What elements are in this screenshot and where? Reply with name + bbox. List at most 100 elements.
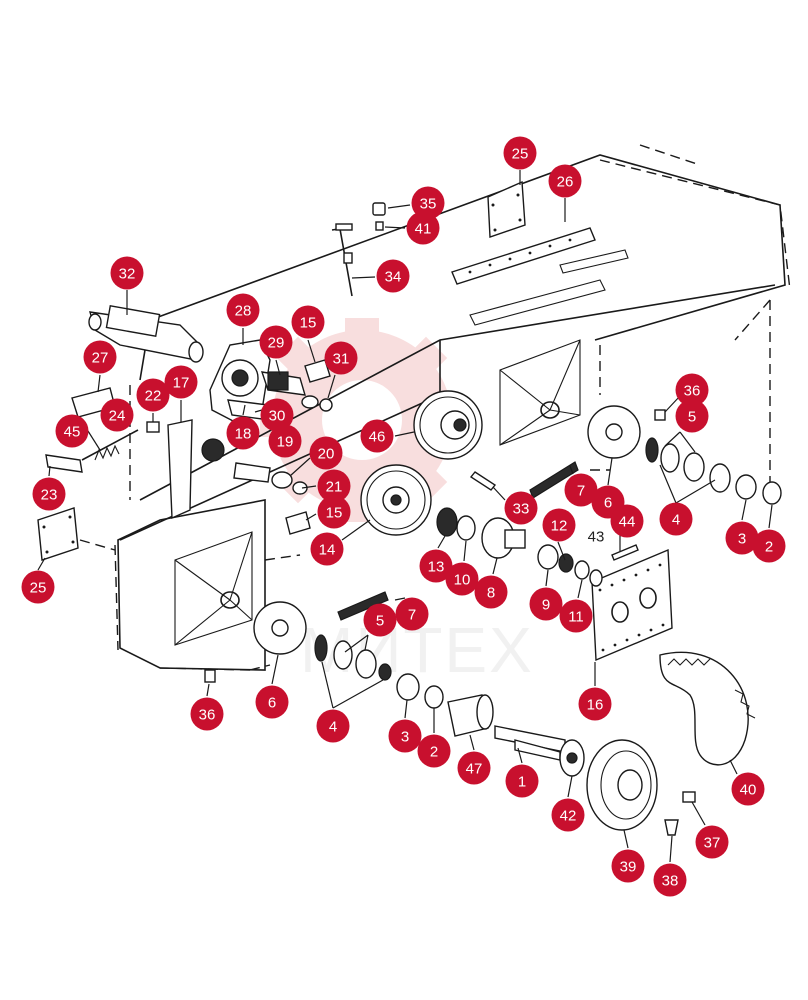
callout-18: 18	[226, 416, 260, 450]
callout-47: 47	[457, 751, 491, 785]
callout-number: 9	[542, 597, 550, 614]
callout-7: 7	[395, 597, 429, 631]
chain-7-upper	[529, 461, 579, 499]
callout-number: 7	[577, 483, 585, 500]
spacer-47	[447, 694, 494, 737]
callout-circle	[164, 365, 198, 399]
cover-plate-25-left	[37, 507, 79, 561]
callout-41: 41	[406, 211, 440, 245]
callout-circle	[474, 575, 508, 609]
callout-number: 11	[568, 609, 584, 626]
callout-circle	[411, 186, 445, 220]
bearing-group-right	[645, 437, 782, 505]
callout-circle	[268, 424, 302, 458]
callout-number: 25	[512, 146, 529, 163]
callout-5: 5	[675, 399, 709, 433]
bracket-23	[45, 454, 83, 473]
bearing-9-12-11	[537, 544, 603, 587]
callout-circle	[310, 532, 344, 566]
callout-number: 18	[235, 426, 252, 443]
pinion-shaft-29	[260, 371, 306, 396]
callout-26: 26	[548, 164, 582, 198]
gear-small-left	[201, 438, 225, 462]
callout-3: 3	[388, 719, 422, 753]
callout-circle	[548, 164, 582, 198]
callout-number: 5	[376, 613, 384, 630]
callout-4: 4	[659, 502, 693, 536]
callout-circle	[136, 378, 170, 412]
plug-36-lower	[204, 669, 216, 683]
callout-number: 41	[415, 221, 432, 238]
callout-14: 14	[310, 532, 344, 566]
callout-24: 24	[100, 398, 134, 432]
callout-circle	[653, 863, 687, 897]
callout-45: 45	[55, 414, 89, 448]
callout-circle	[55, 414, 89, 448]
callout-number: 36	[199, 707, 216, 724]
gasket-26	[451, 227, 596, 285]
callout-circle	[542, 508, 576, 542]
callout-circle	[100, 398, 134, 432]
callout-circle	[725, 521, 759, 555]
callout-circle	[291, 305, 325, 339]
callout-13: 13	[419, 549, 453, 583]
callout-circle	[317, 495, 351, 529]
callout-16: 16	[578, 687, 612, 721]
callout-circle	[388, 719, 422, 753]
callout-number: 6	[268, 695, 276, 712]
callout-40: 40	[731, 772, 765, 806]
callout-36: 36	[675, 373, 709, 407]
callout-number: 20	[318, 446, 335, 463]
callout-circle	[316, 709, 350, 743]
callout-10: 10	[445, 562, 479, 596]
callout-2: 2	[752, 529, 786, 563]
callout-number: 6	[604, 495, 612, 512]
bolt-38	[664, 819, 679, 836]
callout-11: 11	[559, 599, 593, 633]
callout-39: 39	[611, 849, 645, 883]
callout-15: 15	[317, 495, 351, 529]
callout-circle	[309, 436, 343, 470]
cover-plate-16	[591, 548, 673, 662]
screw-22	[146, 421, 160, 433]
callout-28: 28	[226, 293, 260, 327]
callout-46: 46	[360, 419, 394, 453]
callout-1: 1	[505, 764, 539, 798]
callout-number: 39	[620, 859, 637, 876]
callout-4: 4	[316, 709, 350, 743]
hub-8	[481, 517, 526, 559]
callout-circle	[445, 562, 479, 596]
callout-circle	[395, 597, 429, 631]
callout-circle	[503, 136, 537, 170]
callout-number: 46	[369, 429, 386, 446]
callout-circle	[752, 529, 786, 563]
callout-34: 34	[376, 259, 410, 293]
callout-circle	[83, 340, 117, 374]
callout-circle	[731, 772, 765, 806]
callout-5: 5	[363, 603, 397, 637]
callout-number: 42	[560, 808, 577, 825]
callout-9: 9	[529, 587, 563, 621]
callout-circle	[551, 798, 585, 832]
callout-number: 2	[765, 539, 773, 556]
callout-circle	[255, 685, 289, 719]
callout-number: 30	[269, 408, 286, 425]
callout-number: 17	[173, 375, 190, 392]
bearing-group-lower	[314, 634, 444, 709]
spring-rod-24-45	[81, 429, 139, 461]
callout-number: 37	[704, 835, 721, 852]
callout-number: 15	[300, 315, 317, 332]
callout-27: 27	[83, 340, 117, 374]
callout-circle	[21, 570, 55, 604]
wheel-rim-39	[586, 739, 658, 831]
sprocket-6-lower	[253, 601, 307, 655]
callout-circle	[363, 603, 397, 637]
callout-37: 37	[695, 825, 729, 859]
callout-circle	[659, 502, 693, 536]
callout-number: 24	[109, 408, 126, 425]
callout-21: 21	[317, 469, 351, 503]
callout-circle	[324, 341, 358, 375]
bushing-20-21-15	[233, 462, 311, 535]
callout-circle	[260, 398, 294, 432]
washer-41	[375, 221, 384, 231]
